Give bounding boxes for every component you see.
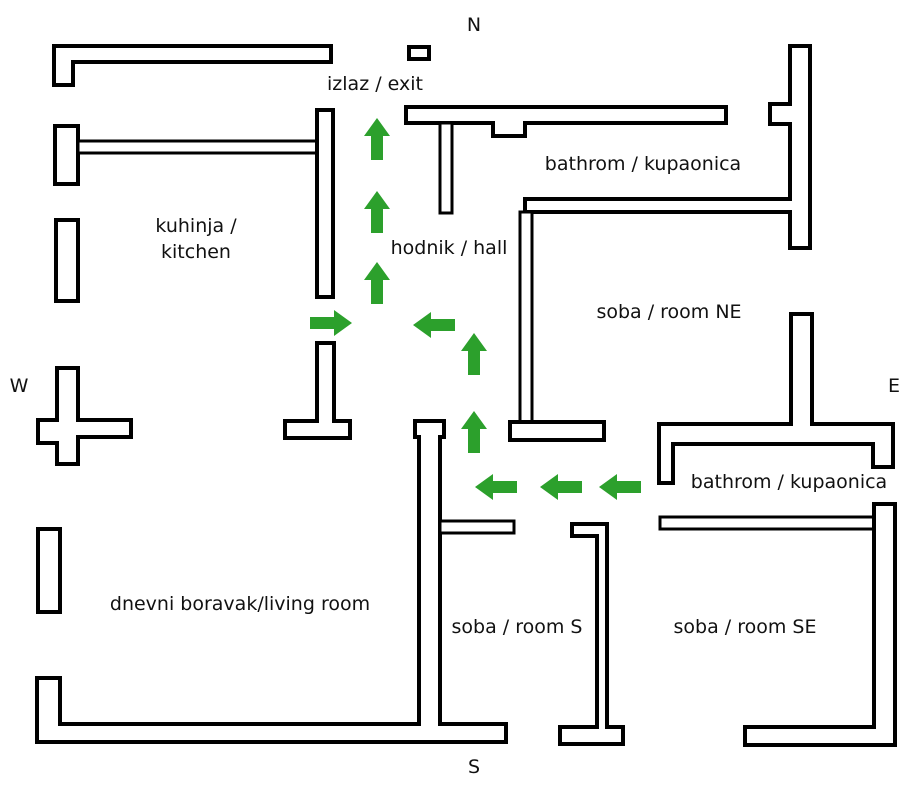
wall-west-tee	[36, 366, 133, 466]
wall-living-outer	[35, 419, 508, 744]
wall-bath-east-south	[658, 515, 877, 531]
label-hall: hodnik / hall	[391, 237, 508, 259]
wall-living-tee	[283, 341, 352, 440]
wall-west-2	[36, 527, 62, 614]
label-room-se: soba / room SE	[674, 616, 817, 638]
route-arrow-up-icon	[461, 333, 487, 375]
wall-ne-south	[508, 420, 606, 442]
label-exit: izlaz / exit	[327, 73, 423, 95]
wall-bath-west	[438, 121, 454, 215]
route-arrow-left-icon	[413, 312, 455, 338]
wall-kitchen-hall	[315, 108, 335, 299]
walls	[35, 44, 897, 747]
route-arrow-left-icon	[540, 474, 582, 500]
wall-bath-north	[404, 105, 728, 138]
wall-west-1	[54, 218, 80, 303]
label-room-s: soba / room S	[452, 616, 583, 638]
wall-kitchen-stub	[53, 124, 80, 186]
compass-north: N	[467, 14, 481, 36]
route-arrow-up-icon	[364, 118, 390, 160]
wall-kitchen-beam	[76, 139, 320, 155]
wall-room-s-north	[438, 519, 516, 535]
wall-exit-post	[407, 45, 431, 61]
route-arrow-up-icon	[364, 191, 390, 233]
wall-hall-ne	[518, 210, 534, 424]
wall-east-upper	[523, 44, 812, 250]
route-arrow-up-icon	[364, 262, 390, 304]
wall-bath-east	[657, 312, 895, 485]
label-room-ne: soba / room NE	[596, 301, 741, 323]
label-bathroom-east: bathrom / kupaonica	[691, 471, 887, 493]
label-bathroom-north: bathrom / kupaonica	[545, 153, 741, 175]
compass-west: W	[10, 375, 29, 397]
wall-room-s-se	[558, 522, 625, 746]
route-arrow-right-icon	[310, 310, 352, 336]
labels: N S W E izlaz / exit bathrom / kupaonica…	[10, 14, 900, 778]
wall-east-lower	[743, 502, 897, 747]
compass-south: S	[468, 756, 480, 778]
label-kitchen-line1: kuhinja /	[155, 215, 237, 237]
route-arrow-left-icon	[475, 474, 517, 500]
route-arrows	[310, 118, 641, 500]
wall-top-left	[52, 44, 333, 87]
route-arrow-left-icon	[599, 474, 641, 500]
label-living-room: dnevni boravak/living room	[110, 593, 370, 615]
label-kitchen-line2: kitchen	[161, 241, 231, 263]
route-arrow-up-icon	[461, 411, 487, 453]
compass-east: E	[888, 375, 900, 397]
